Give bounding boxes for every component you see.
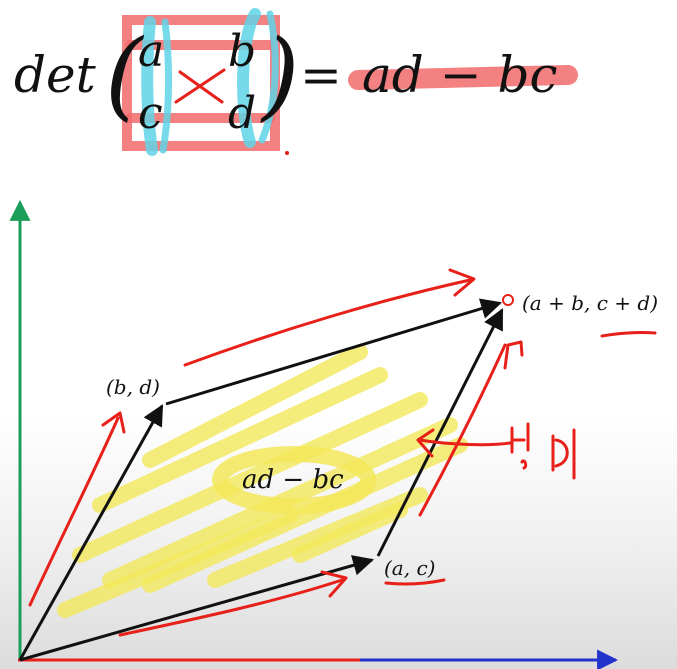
red-arrow-left bbox=[28, 416, 120, 607]
point-label-ac: (a, c) bbox=[384, 556, 435, 580]
parallelogram-vectors bbox=[18, 298, 504, 662]
formula-cyan-column-highlight bbox=[141, 8, 279, 156]
matrix-c: c bbox=[138, 88, 163, 139]
matrix-d: d bbox=[228, 88, 256, 139]
result-ad-minus-bc: ad − bc bbox=[362, 46, 558, 104]
right-paren: ) bbox=[260, 19, 299, 131]
det-label: det bbox=[14, 46, 97, 104]
area-label-yellow-oval bbox=[212, 446, 376, 514]
matrix-b: b bbox=[228, 26, 256, 77]
vector-to-bd bbox=[18, 404, 164, 661]
matrix-a: a bbox=[138, 26, 164, 77]
vector-to-ac bbox=[19, 555, 375, 662]
red-pointer-arrow bbox=[418, 438, 512, 447]
vector-bd-to-sum bbox=[165, 298, 503, 406]
sum-underline bbox=[600, 331, 657, 338]
point-label-sum: (a + b, c + d) bbox=[522, 291, 658, 315]
ac-underline bbox=[384, 578, 446, 586]
equals-sign: = bbox=[300, 46, 342, 104]
red-arrow-right bbox=[418, 343, 507, 517]
red-hand-annotations bbox=[28, 268, 657, 637]
area-yellow-highlight bbox=[57, 344, 468, 618]
result-red-highlight bbox=[348, 65, 578, 90]
red-dot bbox=[285, 151, 289, 155]
red-scribble-glyphs bbox=[510, 422, 576, 480]
matrix-cross-mark bbox=[174, 68, 226, 104]
sum-point-marker bbox=[502, 294, 514, 306]
point-label-bd: (b, d) bbox=[106, 375, 160, 399]
vector-ac-to-sum bbox=[376, 308, 504, 557]
red-arrow-top bbox=[183, 278, 472, 367]
red-arrow-bottom bbox=[118, 578, 344, 637]
area-label: ad − bc bbox=[242, 465, 344, 495]
left-paren: ( bbox=[105, 19, 145, 131]
